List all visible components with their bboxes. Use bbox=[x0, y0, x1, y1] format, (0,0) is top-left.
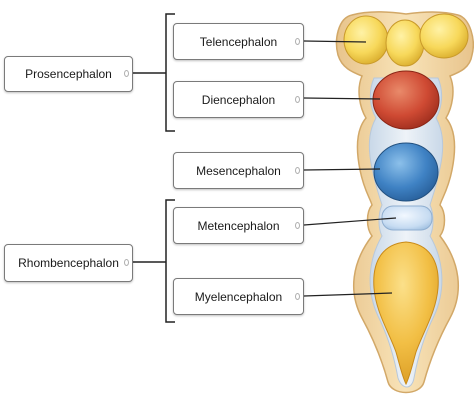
label-box-mesencephalon[interactable]: Mesencephalon bbox=[173, 152, 304, 189]
leader-lines bbox=[303, 40, 397, 297]
rhombencephalon-bracket bbox=[133, 199, 175, 323]
label-rhombencephalon: Rhombencephalon bbox=[18, 256, 119, 270]
leader-line-mesencephalon bbox=[303, 168, 381, 171]
label-box-telencephalon[interactable]: Telencephalon bbox=[173, 23, 304, 60]
mesencephalon-vesicle bbox=[373, 142, 439, 202]
drag-handle-icon bbox=[295, 166, 300, 174]
drag-handle-icon bbox=[295, 292, 300, 300]
leader-line-telencephalon bbox=[303, 40, 367, 43]
telencephalon-lobe-left bbox=[343, 15, 389, 65]
label-prosencephalon: Prosencephalon bbox=[25, 67, 112, 81]
label-telencephalon: Telencephalon bbox=[199, 34, 278, 49]
leader-line-metencephalon bbox=[303, 217, 397, 226]
label-box-metencephalon[interactable]: Metencephalon bbox=[173, 207, 304, 244]
diencephalon-vesicle bbox=[372, 70, 440, 130]
telencephalon-lobe-middle bbox=[385, 19, 425, 67]
prosencephalon-bracket bbox=[133, 13, 175, 132]
leader-line-diencephalon bbox=[303, 97, 381, 100]
leader-line-myelencephalon bbox=[303, 292, 393, 297]
drag-handle-icon bbox=[295, 95, 300, 103]
telencephalon-vesicle bbox=[343, 13, 469, 67]
telencephalon-lobe-right bbox=[419, 13, 469, 59]
label-myelencephalon: Myelencephalon bbox=[194, 289, 283, 304]
label-box-diencephalon[interactable]: Diencephalon bbox=[173, 81, 304, 118]
label-diencephalon: Diencephalon bbox=[201, 92, 276, 107]
label-box-rhombencephalon[interactable]: Rhombencephalon bbox=[4, 244, 133, 282]
label-metencephalon: Metencephalon bbox=[197, 218, 280, 233]
myelencephalon-vesicle bbox=[373, 241, 439, 386]
drag-handle-icon bbox=[295, 37, 300, 45]
label-mesencephalon: Mesencephalon bbox=[196, 163, 281, 178]
label-box-myelencephalon[interactable]: Myelencephalon bbox=[173, 278, 304, 315]
metencephalon-vesicle bbox=[381, 205, 433, 231]
drag-handle-icon bbox=[124, 259, 129, 266]
drag-handle-icon bbox=[295, 221, 300, 229]
label-box-prosencephalon[interactable]: Prosencephalon bbox=[4, 56, 133, 92]
drag-handle-icon bbox=[124, 70, 129, 77]
